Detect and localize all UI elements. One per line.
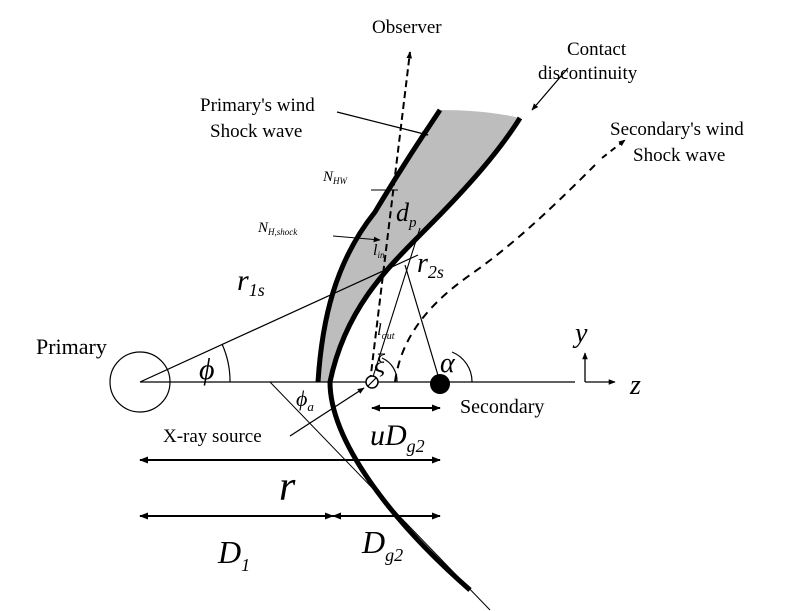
primary-shock-label: Shock wave xyxy=(210,121,302,142)
primary-shock-wave xyxy=(315,108,443,383)
secondary-wind-label: Secondary's wind xyxy=(610,119,744,140)
phi-a-symbol: ϕa xyxy=(296,386,314,414)
lin-symbol: lin xyxy=(373,242,385,260)
y-symbol: y xyxy=(572,318,588,349)
asymptote-line xyxy=(269,381,491,611)
n-hshock-symbol: NH,shock xyxy=(257,220,298,237)
xi-arc xyxy=(381,357,398,383)
xray-source-pointer xyxy=(289,387,365,437)
z-symbol: z xyxy=(629,370,641,401)
shocked-wind-region xyxy=(318,110,520,382)
contact-label-line1: Contact xyxy=(567,39,627,60)
r-symbol: r xyxy=(279,464,296,510)
r2s-symbol: r2s xyxy=(417,248,444,282)
xray-source-label: X-ray source xyxy=(163,426,262,447)
n-hshock-pointer xyxy=(332,235,381,243)
r1s-line xyxy=(139,254,419,383)
xray-source-hatch xyxy=(367,377,377,387)
contact-label-line2: discontinuity xyxy=(538,63,638,84)
primary-star xyxy=(109,351,171,413)
d1-symbol: D1 xyxy=(217,534,250,575)
alpha-symbol: α xyxy=(440,348,456,379)
contact-pointer xyxy=(531,67,569,111)
r1s-symbol: r1s xyxy=(237,264,265,300)
secondary-shock-label: Shock wave xyxy=(633,145,725,166)
primary-wind-label: Primary's wind xyxy=(200,95,315,116)
n-hw-symbol: NHW xyxy=(322,169,349,186)
phi-symbol: ϕ xyxy=(199,353,215,386)
alpha-arc xyxy=(451,351,473,383)
secondary-shock-arrow xyxy=(601,139,626,159)
primary-shock-pointer xyxy=(336,111,429,137)
phi-arc xyxy=(221,343,231,383)
observer-label: Observer xyxy=(372,17,442,38)
secondary-label: Secondary xyxy=(460,396,544,418)
r2s-line xyxy=(404,264,441,383)
dp-symbol: dp xyxy=(396,198,417,231)
primary-label: Primary xyxy=(36,334,107,359)
xi-symbol: ξ xyxy=(374,349,386,378)
dg2-symbol: Dg2 xyxy=(361,524,403,565)
udg2-symbol: uDg2 xyxy=(370,419,425,456)
lout-line xyxy=(371,227,421,381)
secondary-star xyxy=(430,374,450,394)
line-of-sight xyxy=(369,51,413,383)
lout-symbol: lout xyxy=(377,320,395,342)
secondary-shock-wave xyxy=(394,164,596,383)
